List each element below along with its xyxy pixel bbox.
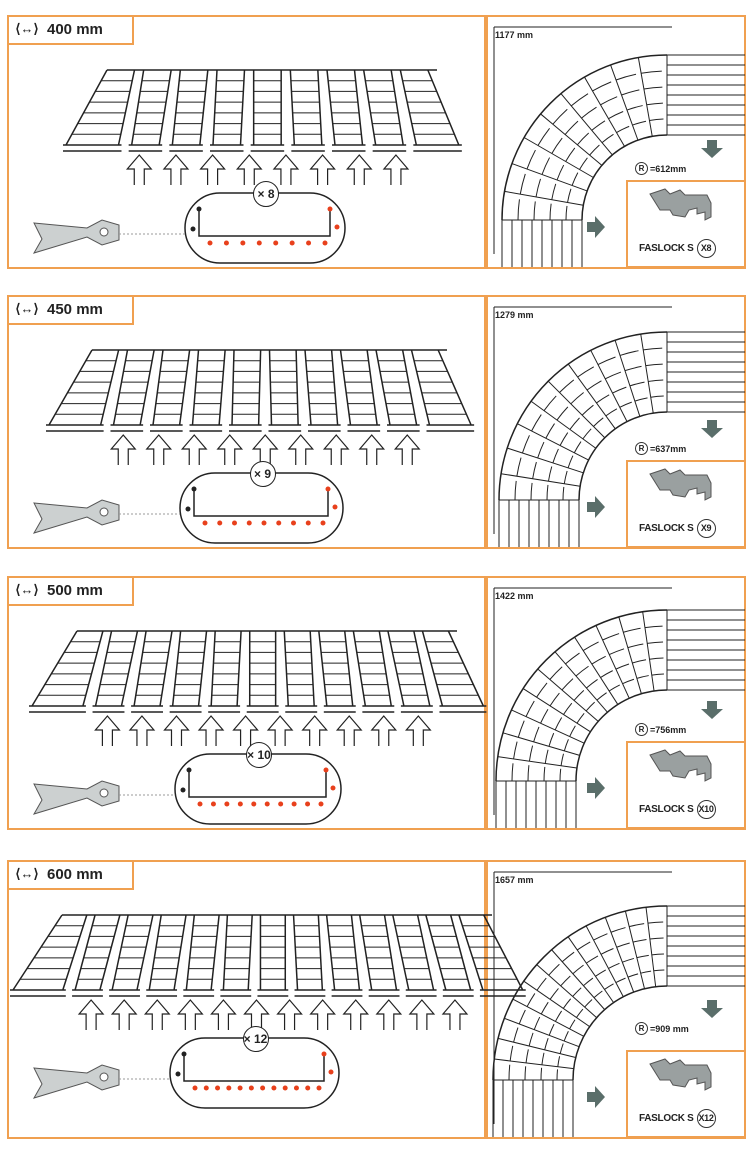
faslocks-count: X12 xyxy=(696,1109,716,1128)
dimension-lines xyxy=(493,26,672,254)
faslocks-box xyxy=(626,180,746,268)
tray-width-icon: ⟨↔⟩ xyxy=(15,866,39,881)
cut-arrows xyxy=(109,434,421,465)
radius-symbol: R xyxy=(635,442,648,455)
cut-tray xyxy=(10,914,526,997)
faslock-clip-icon xyxy=(649,468,712,501)
faslocks-count: X9 xyxy=(696,519,716,538)
radius-label: R=612mm xyxy=(635,162,686,175)
arrow-right-icon xyxy=(587,496,605,518)
cut-tray xyxy=(29,630,487,713)
left-frame xyxy=(7,295,486,549)
bolt-cutter-icon xyxy=(32,219,120,254)
tray-width-label: ⟨↔⟩400 mm xyxy=(7,15,134,45)
right-frame xyxy=(486,860,746,1139)
arrow-down-icon xyxy=(701,701,723,719)
bolt-cutter-icon xyxy=(32,780,120,815)
radius-label: R=756mm xyxy=(635,723,686,736)
faslock-clip-icon xyxy=(649,1058,712,1091)
tray-width-icon: ⟨↔⟩ xyxy=(15,21,39,36)
faslocks-count: X10 xyxy=(696,800,716,819)
cut-tray xyxy=(46,349,475,432)
arrow-right-icon xyxy=(587,216,605,238)
arrow-right-icon xyxy=(587,777,605,799)
length-dimension: 1657 mm xyxy=(495,875,534,885)
faslocks-count: X8 xyxy=(696,239,716,258)
cut-count-badge: × 8 xyxy=(253,181,279,207)
dimension-lines xyxy=(493,871,672,1124)
cut-tray xyxy=(63,69,462,152)
tray-width-label: ⟨↔⟩600 mm xyxy=(7,860,134,890)
faslock-clip-icon xyxy=(649,188,712,221)
dimension-lines xyxy=(493,587,672,815)
length-dimension: 1422 mm xyxy=(495,591,534,601)
cut-arrows xyxy=(77,999,469,1030)
right-frame xyxy=(486,295,746,549)
length-dimension: 1279 mm xyxy=(495,310,534,320)
connector-loop xyxy=(179,472,344,544)
right-frame xyxy=(486,576,746,830)
left-frame xyxy=(7,576,486,830)
arrow-down-icon xyxy=(701,420,723,438)
radius-label: R=637mm xyxy=(635,442,686,455)
cut-count-badge: × 12 xyxy=(242,1026,269,1052)
radius-label: R=909 mm xyxy=(635,1022,689,1035)
tray-width-icon: ⟨↔⟩ xyxy=(15,301,39,316)
left-frame xyxy=(7,15,486,269)
radius-symbol: R xyxy=(635,723,648,736)
curved-tray xyxy=(495,609,745,828)
arrow-down-icon xyxy=(701,140,723,158)
bolt-cutter-icon xyxy=(32,1064,120,1099)
faslock-clip-icon xyxy=(649,749,712,782)
arrow-down-icon xyxy=(701,1000,723,1018)
arrow-right-icon xyxy=(587,1086,605,1108)
left-frame xyxy=(7,860,486,1139)
curved-tray xyxy=(501,54,745,267)
right-frame xyxy=(486,15,746,269)
curved-tray xyxy=(498,331,745,547)
dimension-lines xyxy=(493,306,672,534)
tray-width-icon: ⟨↔⟩ xyxy=(15,582,39,597)
radius-symbol: R xyxy=(635,162,648,175)
cut-count-badge: × 10 xyxy=(246,742,272,768)
length-dimension: 1177 mm xyxy=(495,30,534,40)
tray-width-label: ⟨↔⟩450 mm xyxy=(7,295,134,325)
tray-width-label: ⟨↔⟩500 mm xyxy=(7,576,134,606)
cut-arrows xyxy=(94,715,432,746)
cut-arrows xyxy=(125,154,410,185)
cut-count-badge: × 9 xyxy=(249,461,276,487)
radius-symbol: R xyxy=(635,1022,648,1035)
bolt-cutter-icon xyxy=(32,499,120,534)
curved-tray xyxy=(492,905,745,1137)
